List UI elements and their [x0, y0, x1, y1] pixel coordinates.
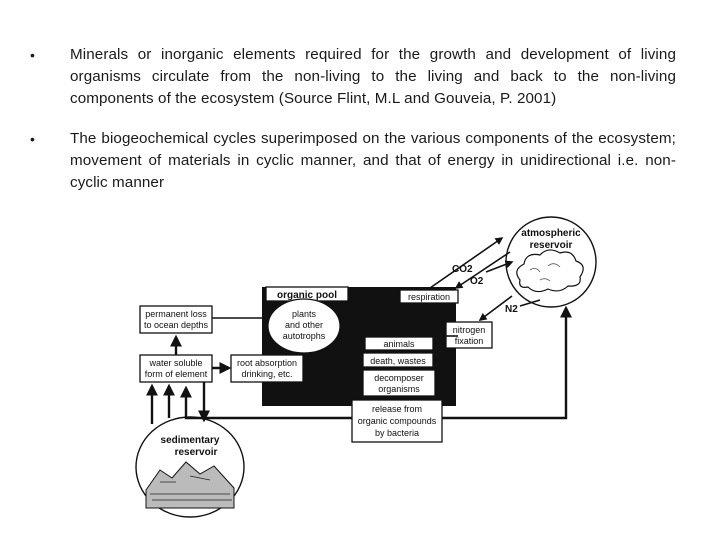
sedimentary-reservoir-label-line: reservoir	[175, 447, 218, 458]
organic-pool-label: organic pool	[277, 290, 337, 301]
bullet-marker: •	[30, 47, 35, 63]
nitrogen-fixation-box	[445, 321, 493, 349]
decomposer-box	[362, 369, 436, 397]
arrow-co2-to-atmosphere	[429, 237, 504, 289]
co2-label: CO2	[452, 264, 473, 275]
cloud-icon	[516, 249, 584, 293]
water-soluble-label-line: form of element	[145, 369, 208, 379]
nitrogen-fixation-label-line: fixation	[455, 336, 484, 346]
decomposer-label-line: organisms	[378, 384, 420, 394]
bullet-marker: •	[30, 131, 35, 147]
arrow-atmosphere-to-n2	[519, 299, 541, 307]
cloud-shading	[529, 263, 561, 282]
release-box	[351, 399, 443, 443]
respiration-box	[399, 289, 459, 304]
sedimentary-reservoir-label-line: sedimentary	[161, 435, 220, 446]
arrow-release-to-soil	[180, 385, 352, 420]
respiration-label: respiration	[408, 292, 450, 302]
atmospheric-reservoir-label-line: atmospheric	[521, 228, 581, 239]
water-soluble-label-line: water soluble	[148, 358, 202, 368]
bullet-list: • Minerals or inorganic elements require…	[30, 44, 676, 212]
permanent-loss-label-line: to ocean depths	[144, 320, 209, 330]
release-label-line: release from	[372, 404, 422, 414]
bullet-text: The biogeochemical cycles superimposed o…	[70, 130, 676, 191]
plants-label-line: autotrophs	[283, 331, 326, 341]
release-label-line: organic compounds	[358, 416, 437, 426]
rock-strata	[150, 475, 232, 501]
permanent-loss-label-line: permanent loss	[145, 309, 207, 319]
death-wastes-label: death, wastes	[370, 356, 426, 366]
animals-label: animals	[383, 339, 415, 349]
root-absorption-box	[230, 354, 304, 383]
permanent-loss-box	[139, 305, 213, 334]
bullet-text: Minerals or inorganic elements required …	[70, 46, 676, 107]
release-label-line: by bacteria	[375, 428, 419, 438]
root-absorption-label-line: drinking, etc.	[241, 369, 292, 379]
plants-label-line: plants	[292, 309, 317, 319]
root-absorption-label-line: root absorption	[237, 358, 297, 368]
rock-layers-icon	[145, 461, 235, 509]
plants-label-line: and other	[285, 320, 323, 330]
arrow-release-to-atmosphere	[442, 305, 572, 420]
arrow-o2-exchange	[485, 260, 514, 273]
bullet-item: • Minerals or inorganic elements require…	[30, 44, 676, 110]
n2-label: N2	[505, 304, 518, 315]
arrow-n2-to-nitrogen-fixation	[478, 295, 513, 321]
animals-box	[364, 336, 434, 351]
decomposer-label-line: decomposer	[374, 373, 424, 383]
bullet-item: • The biogeochemical cycles superimposed…	[30, 128, 676, 194]
arrow-atmosphere-to-organic-pool	[454, 251, 511, 289]
water-soluble-box	[139, 354, 213, 383]
plants-oval	[267, 298, 341, 354]
death-wastes-box	[362, 352, 434, 368]
o2-label: O2	[470, 276, 484, 287]
atmospheric-reservoir-label-line: reservoir	[530, 240, 573, 251]
nitrogen-fixation-label-line: nitrogen	[453, 325, 486, 335]
